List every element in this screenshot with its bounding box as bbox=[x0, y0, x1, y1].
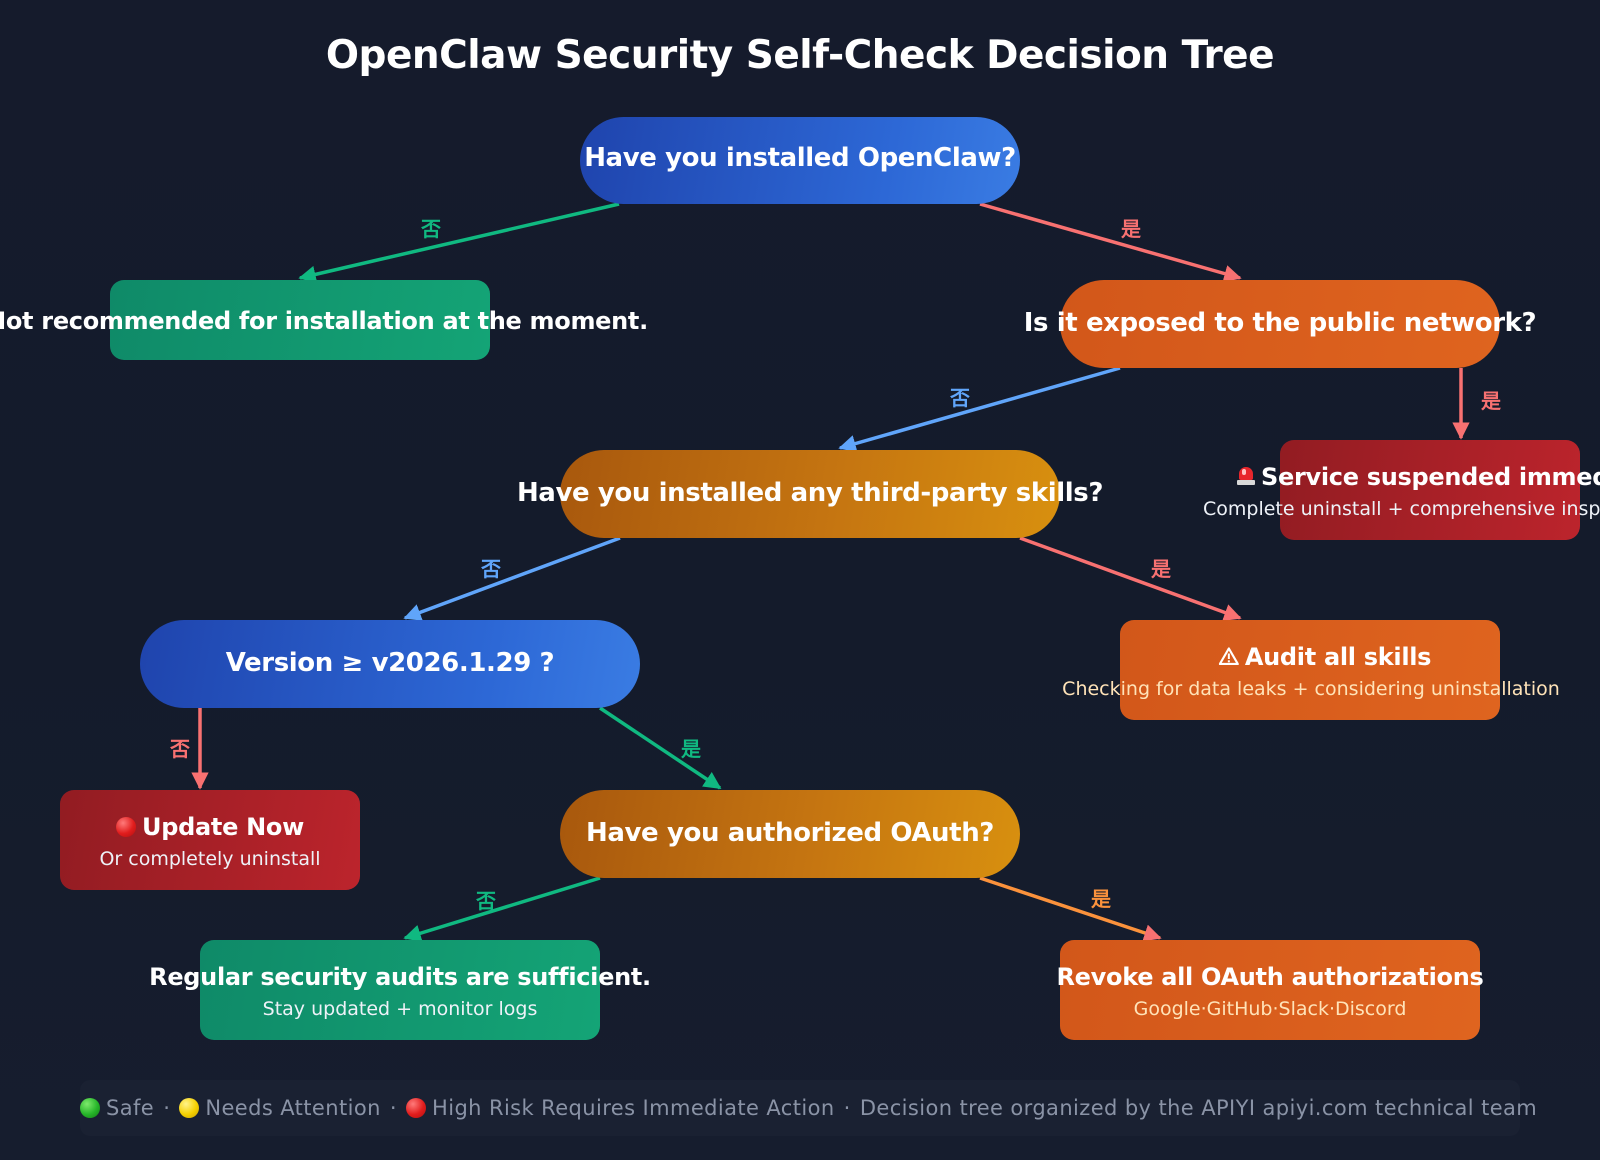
green-circle-icon bbox=[80, 1097, 100, 1118]
node-third-party-skills bbox=[560, 450, 1060, 538]
legend-high-risk: High Risk Requires Immediate Action bbox=[432, 1096, 835, 1120]
edge-label-version-yes: 是 bbox=[680, 737, 701, 761]
footer-legend: Safe · Needs Attention · High Risk Requi… bbox=[80, 1080, 1537, 1136]
node-third-party-skills-label: Have you installed any third-party skill… bbox=[516, 478, 1104, 508]
node-service-suspended-title: Service suspended immediate bbox=[1237, 463, 1600, 491]
legend-separator: · bbox=[843, 1096, 851, 1120]
edge-version-yes bbox=[599, 706, 722, 790]
service-suspended-text: Service suspended immediate bbox=[1261, 463, 1600, 491]
edge-third-party-yes bbox=[1019, 536, 1242, 621]
node-audit-skills bbox=[1120, 620, 1500, 720]
node-audit-skills-title: Audit all skills bbox=[1218, 643, 1432, 671]
node-installed-openclaw bbox=[580, 117, 1020, 204]
edge-label-version-no: 否 bbox=[169, 737, 190, 761]
red-circle-icon bbox=[406, 1097, 427, 1118]
node-not-recommended-label: ✓Not recommended for installation at the… bbox=[0, 307, 648, 335]
legend-separator: · bbox=[163, 1096, 171, 1120]
node-regular-audits-title: Regular security audits are sufficient. bbox=[149, 963, 651, 991]
edge-label-third-party-no: 否 bbox=[480, 557, 501, 581]
edge-third-party-no bbox=[403, 536, 621, 621]
node-exposed-public-label: Is it exposed to the public network? bbox=[1023, 308, 1537, 338]
legend-attention: Needs Attention bbox=[205, 1096, 381, 1120]
edge-label-installed-yes: 是 bbox=[1120, 217, 1141, 241]
node-update-now-title: Update Now bbox=[116, 813, 304, 841]
node-regular-audits bbox=[200, 940, 600, 1040]
node-version-check-label: Version ≥ v2026.1.29 ? bbox=[225, 648, 555, 678]
edge-label-installed-no: 否 bbox=[420, 217, 441, 241]
legend-separator: · bbox=[389, 1096, 397, 1120]
node-exposed-public bbox=[1060, 280, 1500, 368]
not-recommended-text: Not recommended for installation at the … bbox=[0, 307, 648, 335]
update-now-text: Update Now bbox=[142, 813, 304, 841]
edge-installed-no bbox=[298, 202, 620, 283]
legend-safe: Safe bbox=[106, 1096, 155, 1120]
node-revoke-oauth bbox=[1060, 940, 1480, 1040]
node-audit-skills-subtitle: Checking for data leaks + considering un… bbox=[1062, 678, 1560, 700]
node-service-suspended-subtitle: Complete uninstall + comprehensive insp bbox=[1203, 498, 1600, 520]
siren-icon bbox=[1237, 466, 1255, 486]
audit-skills-text: Audit all skills bbox=[1244, 643, 1432, 671]
node-revoke-oauth-title: Revoke all OAuth authorizations bbox=[1056, 963, 1484, 991]
node-oauth-authorized bbox=[560, 790, 1020, 878]
legend-credit: Decision tree organized by the APIYI api… bbox=[859, 1096, 1538, 1120]
edge-label-exposed-no: 否 bbox=[949, 386, 970, 410]
node-installed-openclaw-label: Have you installed OpenClaw? bbox=[584, 143, 1016, 173]
edge-label-exposed-yes: 是 bbox=[1480, 389, 1501, 413]
edge-oauth-no bbox=[403, 876, 601, 942]
edge-oauth-yes bbox=[979, 876, 1162, 942]
node-version-check bbox=[140, 620, 640, 708]
page-title: OpenClaw Security Self-Check Decision Tr… bbox=[325, 33, 1275, 78]
edge-label-oauth-no: 否 bbox=[475, 889, 496, 913]
edge-exposed-no bbox=[838, 366, 1121, 453]
red-circle-icon bbox=[116, 816, 137, 837]
warning-icon bbox=[1218, 647, 1239, 665]
yellow-circle-icon bbox=[179, 1097, 200, 1118]
node-update-now-subtitle: Or completely uninstall bbox=[99, 848, 321, 870]
edge-installed-yes bbox=[979, 202, 1242, 283]
node-regular-audits-subtitle: Stay updated + monitor logs bbox=[262, 998, 538, 1020]
node-service-suspended bbox=[1280, 440, 1580, 540]
node-revoke-oauth-subtitle: Google·GitHub·Slack·Discord bbox=[1133, 998, 1407, 1020]
node-update-now bbox=[60, 790, 360, 890]
edge-label-oauth-yes: 是 bbox=[1090, 887, 1111, 911]
edge-label-third-party-yes: 是 bbox=[1150, 557, 1171, 581]
node-oauth-authorized-label: Have you authorized OAuth? bbox=[586, 818, 994, 848]
node-not-recommended bbox=[110, 280, 490, 360]
